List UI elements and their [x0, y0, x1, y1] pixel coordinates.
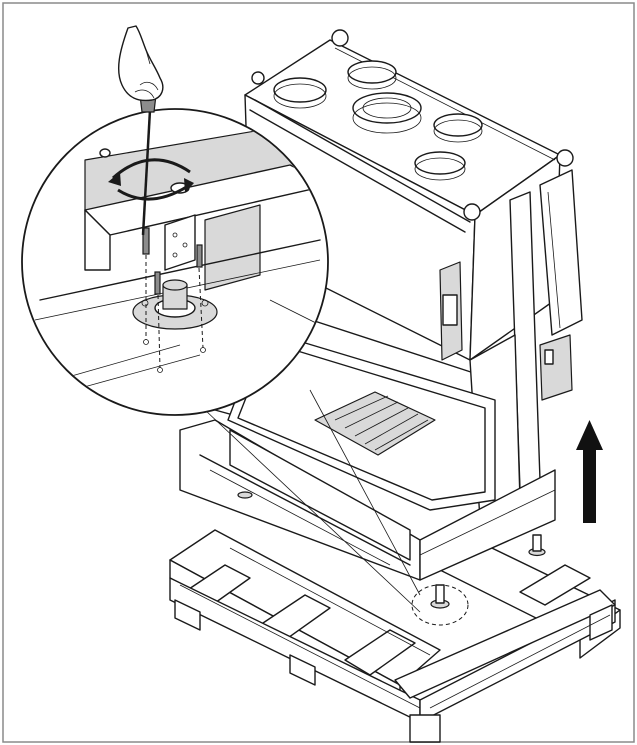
fire-grate	[314, 391, 436, 456]
leveling-feet	[237, 491, 546, 626]
rotation-arrow-icon	[108, 158, 194, 201]
wooden-pallet	[169, 529, 621, 743]
fireplace-insert	[179, 29, 583, 626]
door-lift-mechanism	[251, 29, 583, 491]
detail-magnifier	[21, 108, 329, 416]
flue-outlet	[273, 60, 483, 181]
hand-icon	[118, 25, 164, 102]
lift-arrow-icon	[576, 420, 603, 523]
